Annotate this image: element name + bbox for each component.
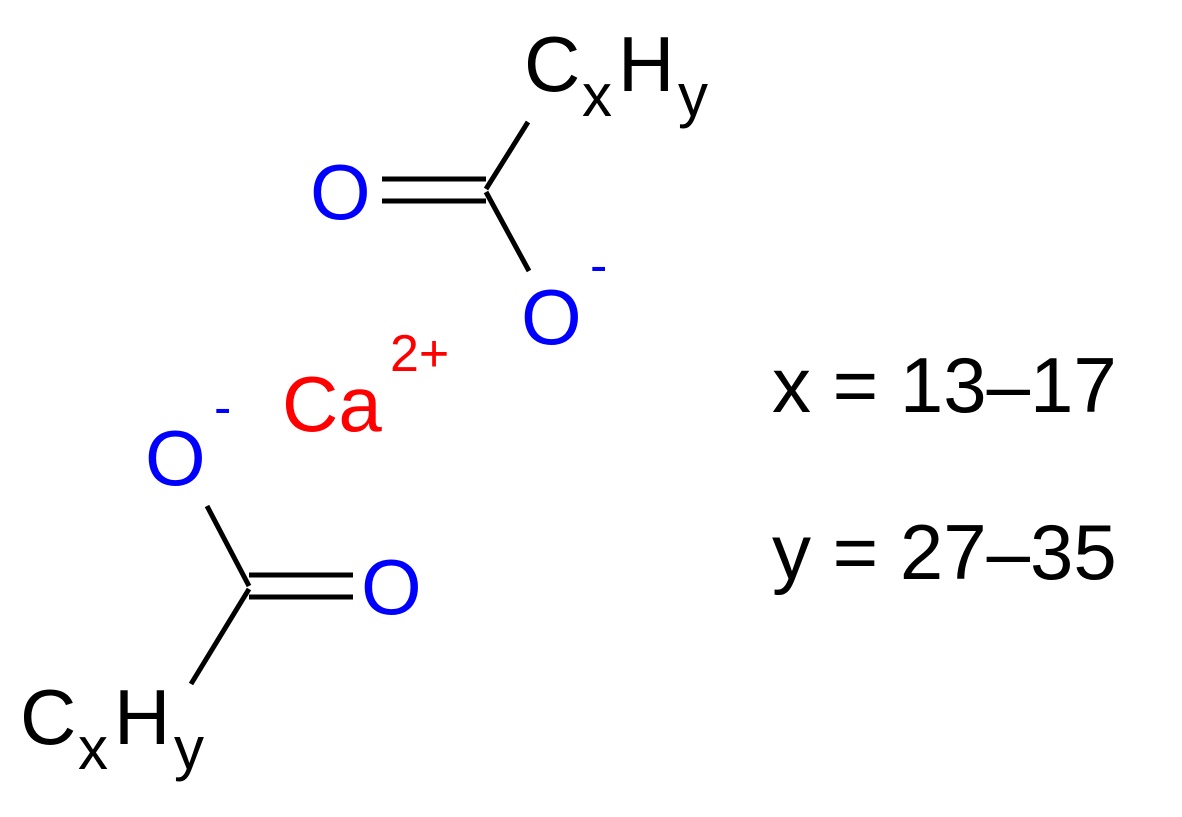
lower-alkyl-carbon: C <box>20 673 76 761</box>
lower-alkyl-subscript-x: x <box>78 715 108 782</box>
upper-alkyl-subscript-x: x <box>582 62 612 129</box>
lower-anion-oxygen-carbon-bond <box>204 504 252 588</box>
lower-anion-charge: - <box>214 379 231 437</box>
upper-alkyl-formula: C x H y <box>524 20 708 129</box>
calcium-symbol: Ca <box>282 360 382 448</box>
upper-anion-charge: - <box>590 237 607 295</box>
upper-anion-oxygen: O <box>521 273 582 361</box>
calcium-charge: 2+ <box>390 325 449 383</box>
upper-carboxylate-group: C x H y O O - <box>310 20 708 361</box>
lower-carbon-alkyl-bond <box>188 587 252 686</box>
lower-anion-oxygen: O <box>145 414 206 502</box>
upper-alkyl-hydrogen: H <box>618 20 674 108</box>
calcium-cation: Ca 2+ <box>282 325 449 448</box>
upper-carbon-anion-oxygen-bond <box>483 190 532 273</box>
upper-alkyl-carbon: C <box>524 20 580 108</box>
legend-x-range: x = 13–17 <box>772 341 1117 429</box>
lower-alkyl-subscript-y: y <box>174 715 204 782</box>
upper-carbonyl-oxygen: O <box>310 148 371 236</box>
lower-alkyl-formula: C x H y <box>20 673 204 782</box>
lower-alkyl-hydrogen: H <box>114 673 170 761</box>
upper-alkyl-carbon-bond <box>483 120 531 191</box>
calcium-ion: Ca 2+ <box>282 325 449 448</box>
lower-carbonyl-oxygen: O <box>361 543 422 631</box>
upper-alkyl-subscript-y: y <box>678 62 708 129</box>
formula-legend: x = 13–17 y = 27–35 <box>772 341 1117 596</box>
legend-y-range: y = 27–35 <box>772 508 1117 596</box>
lower-carboxylate-group: O - O C x H y <box>20 379 422 782</box>
